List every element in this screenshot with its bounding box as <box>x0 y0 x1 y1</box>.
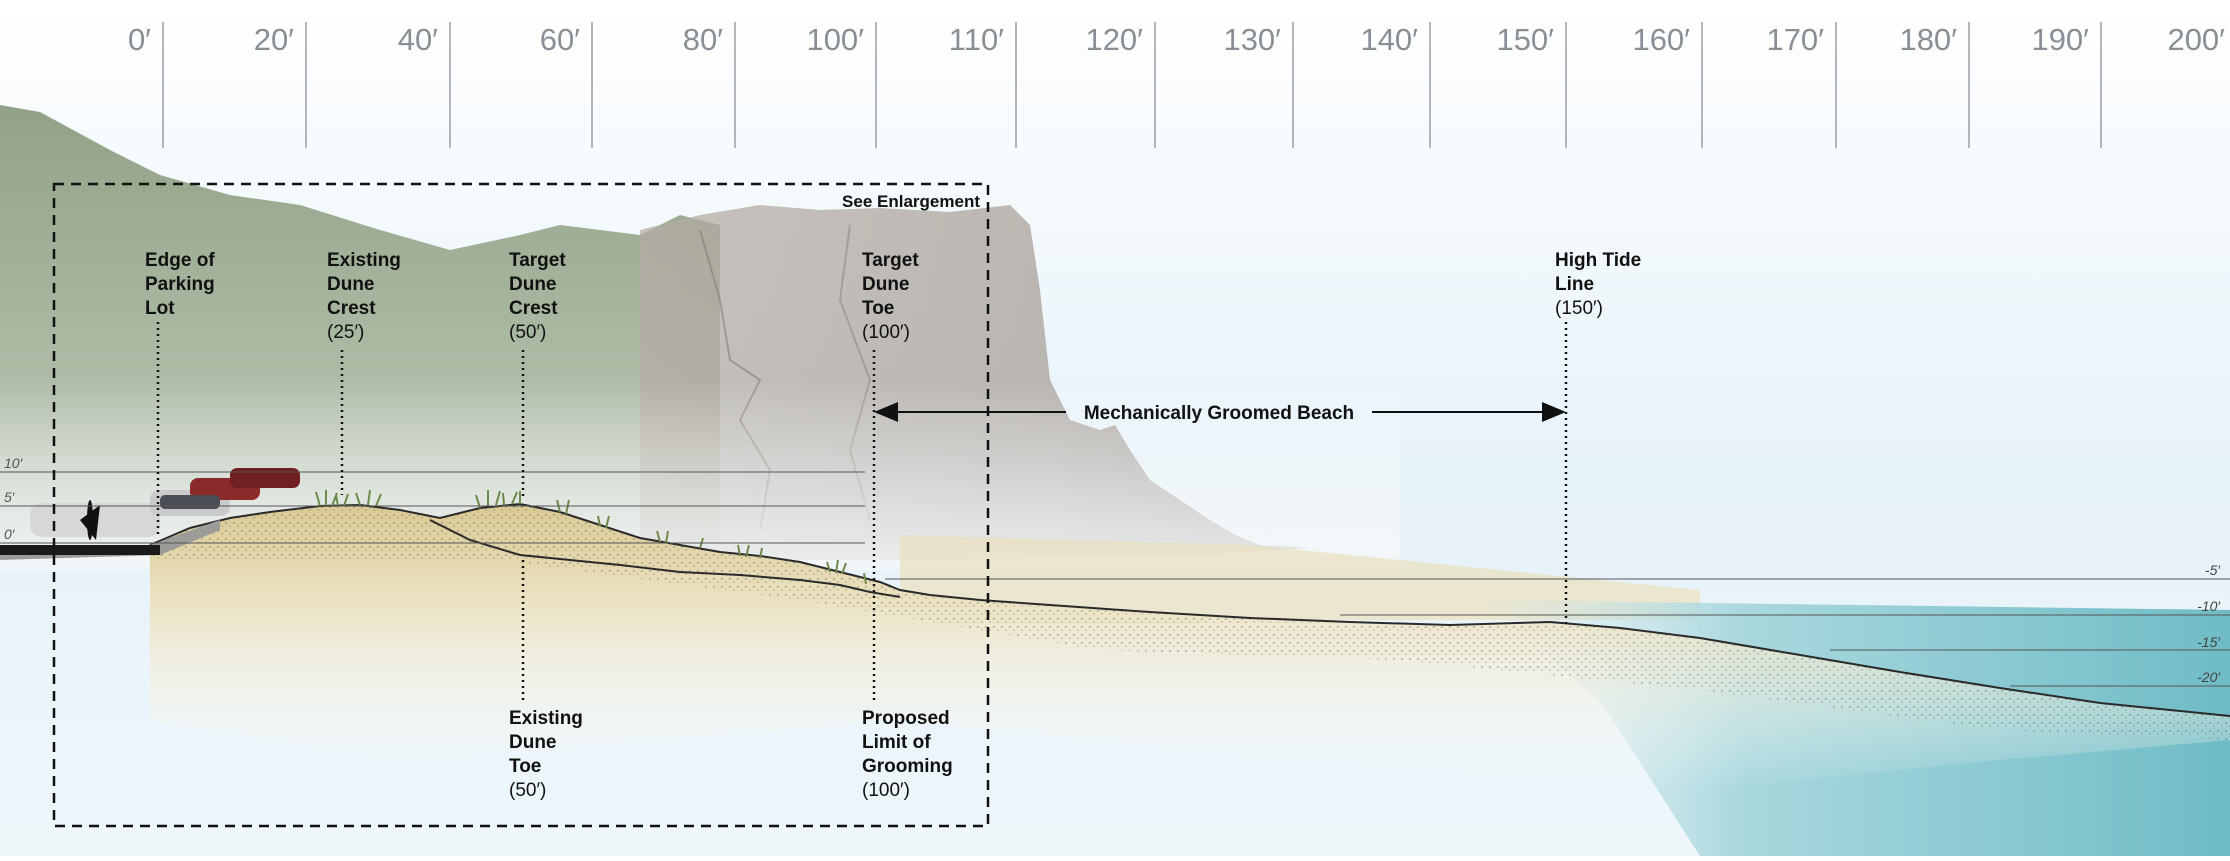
callout-top-line: Existing <box>327 250 401 271</box>
callout-bottom-line: Existing <box>509 708 583 729</box>
scale-label: 20′ <box>254 22 294 57</box>
callouts: Edge ofParkingLotExistingDuneCrest(25′)T… <box>145 250 1641 801</box>
callout-top-distance: (150′) <box>1555 298 1603 319</box>
existing-grade-line <box>149 502 2230 717</box>
callout-top-line: Crest <box>509 298 558 319</box>
callout-top-line: Lot <box>145 298 175 319</box>
scale-label: 0′ <box>128 22 151 57</box>
callout-top-line: Dune <box>327 274 375 295</box>
scale-label: 200′ <box>2167 22 2225 57</box>
car <box>230 468 300 488</box>
callout-top-line: Dune <box>509 274 557 295</box>
elevation-label-right: -15′ <box>2197 634 2221 650</box>
elevation-lines-left <box>0 471 865 544</box>
scale-label: 150′ <box>1496 22 1554 57</box>
elevation-label-right: -10′ <box>2197 598 2221 614</box>
scale-label: 170′ <box>1766 22 1824 57</box>
callout-top-line: Toe <box>862 298 894 319</box>
parking-lot <box>0 468 300 560</box>
scale-label: 60′ <box>540 22 580 57</box>
elevation-label-left: 10′ <box>4 455 24 471</box>
callout-bottom-distance: (50′) <box>509 780 546 801</box>
scale-label: 190′ <box>2031 22 2089 57</box>
elevation-lines-right <box>885 578 2230 687</box>
callout-bottom-line: Limit of <box>862 732 931 753</box>
scale-label: 110′ <box>949 22 1004 57</box>
callout-top-line: Parking <box>145 274 215 295</box>
callout-bottom-distance: (100′) <box>862 780 910 801</box>
callout-bottom-line: Toe <box>509 756 541 777</box>
callout-top-distance: (25′) <box>327 322 364 343</box>
groomed-beach-label: Mechanically Groomed Beach <box>1084 403 1354 424</box>
callout-top-line: Dune <box>862 274 910 295</box>
scale-label: 130′ <box>1223 22 1281 57</box>
callout-top-line: Edge of <box>145 250 215 271</box>
scale-label: 180′ <box>1899 22 1957 57</box>
scale-label: 120′ <box>1085 22 1143 57</box>
callout-top-line: High Tide <box>1555 250 1641 271</box>
callout-top-distance: (100′) <box>862 322 910 343</box>
callout-top-line: Target <box>509 250 566 271</box>
callout-top-distance: (50′) <box>509 322 546 343</box>
car <box>160 495 220 509</box>
elevation-label-right: -20′ <box>2197 669 2221 685</box>
callout-top-line: Line <box>1555 274 1594 295</box>
scale-label: 100′ <box>806 22 864 57</box>
scale-label: 140′ <box>1360 22 1418 57</box>
distance-scale: 0′ 20′ 40′ 60′ 80′ 100′ 110′ 120′ 130′ 140′ 150′ 16… <box>128 22 2225 148</box>
callout-top-line: Crest <box>327 298 376 319</box>
enlargement-label: See Enlargement <box>842 192 980 211</box>
elevation-label-left: 0′ <box>4 526 16 542</box>
surfer-silhouette <box>80 505 100 540</box>
enlargement-frame <box>52 182 990 828</box>
elevation-label-right: -5′ <box>2205 562 2221 578</box>
callout-bottom-line: Proposed <box>862 708 950 729</box>
callout-bottom-line: Dune <box>509 732 557 753</box>
leader-lines <box>156 322 1568 700</box>
scale-label: 80′ <box>683 22 723 57</box>
scale-label: 160′ <box>1632 22 1690 57</box>
callout-top-line: Target <box>862 250 919 271</box>
elevation-label-left: 5′ <box>4 489 16 505</box>
scale-label: 40′ <box>398 22 438 57</box>
callout-bottom-line: Grooming <box>862 756 953 777</box>
